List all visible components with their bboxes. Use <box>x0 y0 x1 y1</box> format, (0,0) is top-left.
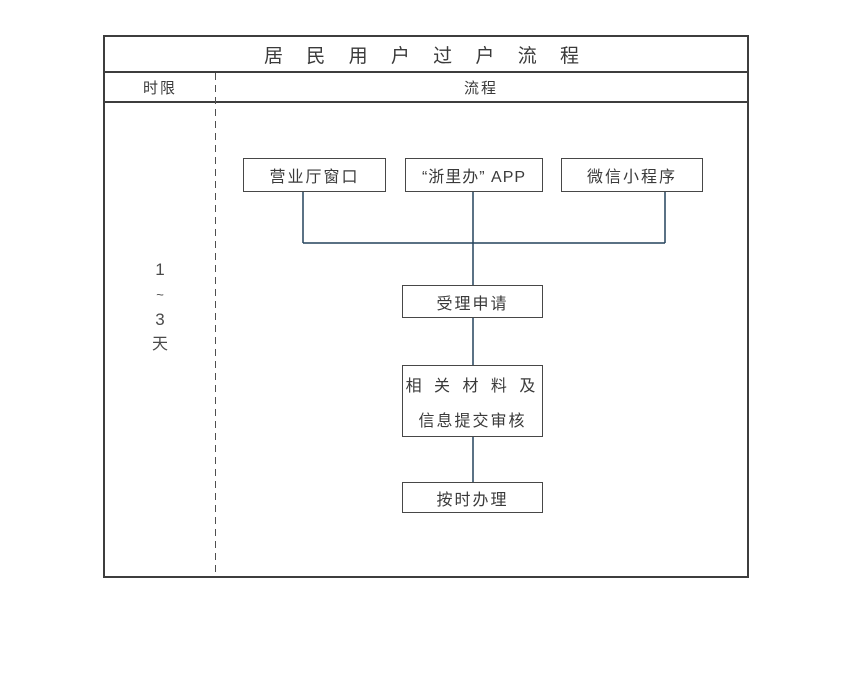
node-process-on-time: 按时办理 <box>402 482 543 513</box>
node-materials-review-line2: 信息提交审核 <box>418 412 527 430</box>
time-limit-value: 1 ~ 3 天 <box>105 257 215 357</box>
time-limit-number-bottom: 3 <box>155 310 165 329</box>
dashed-column-divider <box>215 73 216 576</box>
column-header-process: 流程 <box>463 79 498 97</box>
time-limit-tilde: ~ <box>156 287 164 302</box>
process-table-frame: 居 民 用 户 过 户 流 程 时限 流程 1 ~ 3 天 营业厅窗口 “浙里办… <box>103 35 749 578</box>
node-accept-application: 受理申请 <box>402 285 543 318</box>
node-materials-review: 相 关 材 料 及 信息提交审核 <box>402 365 543 437</box>
page-title: 居 民 用 户 过 户 流 程 <box>264 45 588 67</box>
node-zheliban-app: “浙里办” APP <box>405 158 543 192</box>
connector-lines <box>302 191 666 482</box>
time-limit-unit: 天 <box>151 336 168 353</box>
node-materials-review-line1: 相 关 材 料 及 <box>405 377 540 395</box>
node-wechat-mini-program: 微信小程序 <box>561 158 703 192</box>
column-header-time-limit: 时限 <box>142 79 177 97</box>
table-header-row: 时限 流程 <box>105 73 747 103</box>
table-title-row: 居 民 用 户 过 户 流 程 <box>105 37 747 73</box>
time-limit-number-top: 1 <box>155 260 165 279</box>
node-business-hall-window: 营业厅窗口 <box>243 158 386 192</box>
